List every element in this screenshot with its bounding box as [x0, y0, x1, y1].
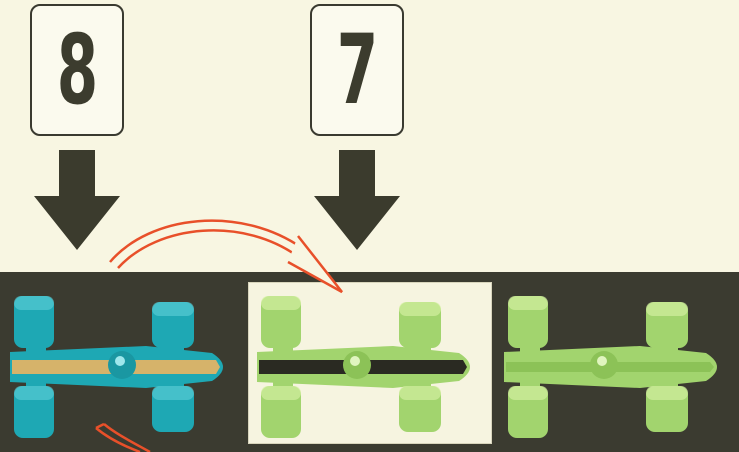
down-arrow-icon: [314, 150, 400, 250]
teal-race-car-piece[interactable]: [6, 292, 238, 442]
green-race-car-piece[interactable]: [253, 292, 485, 442]
move-card-7[interactable]: 7: [310, 4, 404, 136]
green-race-car-piece[interactable]: [500, 292, 732, 442]
card-number: 8: [56, 14, 98, 126]
down-arrow-icon: [34, 150, 120, 250]
card-number: 7: [336, 14, 378, 126]
move-card-8[interactable]: 8: [30, 4, 124, 136]
